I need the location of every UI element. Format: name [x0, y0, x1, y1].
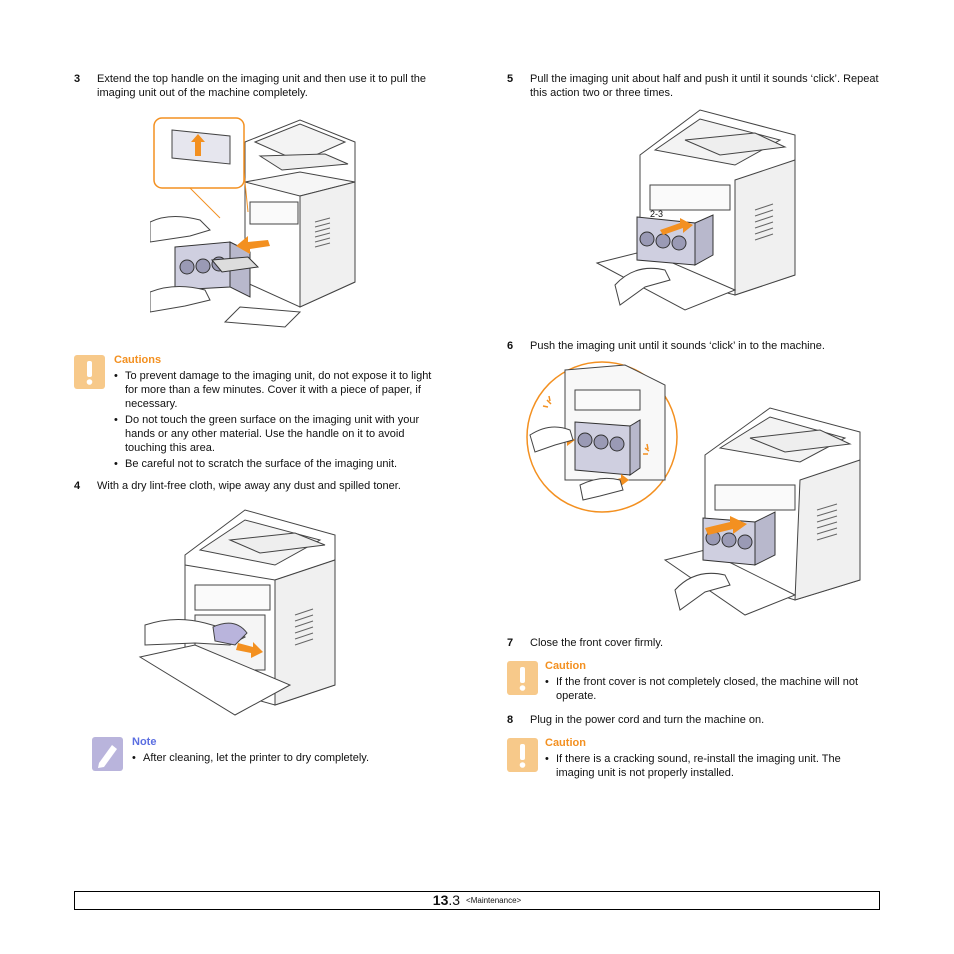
- cautions-title: Cautions: [114, 354, 162, 366]
- step-number: 5: [507, 73, 514, 85]
- note-callout: Note •After cleaning, let the printer to…: [92, 736, 452, 776]
- list-item: •If the front cover is not completely cl…: [545, 676, 859, 702]
- note-title: Note: [132, 736, 157, 748]
- list-item: •Be careful not to scratch the surface o…: [114, 458, 398, 470]
- list-item: •To prevent damage to the imaging unit, …: [114, 370, 432, 410]
- exclamation-icon: [507, 660, 539, 699]
- figure-pull-imaging-unit: [150, 112, 370, 332]
- exclamation-icon: [74, 354, 106, 393]
- caution-title: Caution: [545, 737, 586, 749]
- cautions-list: •To prevent damage to the imaging unit, …: [114, 369, 444, 473]
- caution-title: Caution: [545, 660, 586, 672]
- step-text: Plug in the power cord and turn the mach…: [530, 714, 765, 726]
- section-name: <Maintenance>: [466, 896, 522, 905]
- step-text: Pull the imaging unit about half and pus…: [530, 73, 879, 99]
- pencil-icon: [92, 736, 124, 775]
- figure-label: 2-3: [650, 209, 664, 219]
- figure-pull-push-unit: 2-3: [595, 105, 805, 315]
- caution-list: •If there is a cracking sound, re-instal…: [545, 752, 880, 782]
- step-text: Push the imaging unit until it sounds ‘c…: [530, 340, 825, 352]
- page-number: 13.3: [432, 892, 461, 908]
- step-text: With a dry lint-free cloth, wipe away an…: [97, 480, 401, 492]
- cautions-callout: Cautions •To prevent damage to the imagi…: [74, 354, 454, 474]
- exclamation-icon: [507, 737, 539, 776]
- step-text: Extend the top handle on the imaging uni…: [97, 73, 427, 99]
- step-number: 8: [507, 714, 514, 726]
- figure-wipe-toner: [135, 505, 350, 720]
- caution-list: •If the front cover is not completely cl…: [545, 675, 880, 705]
- step-number: 6: [507, 340, 514, 352]
- step-number: 4: [74, 480, 81, 492]
- list-item: •If there is a cracking sound, re-instal…: [545, 753, 841, 779]
- page-footer: 13.3 <Maintenance>: [74, 891, 880, 910]
- list-item: •Do not touch the green surface on the i…: [114, 414, 420, 454]
- step-number: 7: [507, 637, 514, 649]
- caution-callout-cover: Caution •If the front cover is not compl…: [507, 660, 887, 704]
- caution-callout-reinstall: Caution •If there is a cracking sound, r…: [507, 737, 887, 781]
- list-item: •After cleaning, let the printer to dry …: [132, 752, 370, 764]
- figure-push-unit-in: [525, 360, 870, 620]
- step-text: Close the front cover firmly.: [530, 637, 664, 649]
- note-list: •After cleaning, let the printer to dry …: [132, 751, 442, 767]
- step-number: 3: [74, 73, 81, 85]
